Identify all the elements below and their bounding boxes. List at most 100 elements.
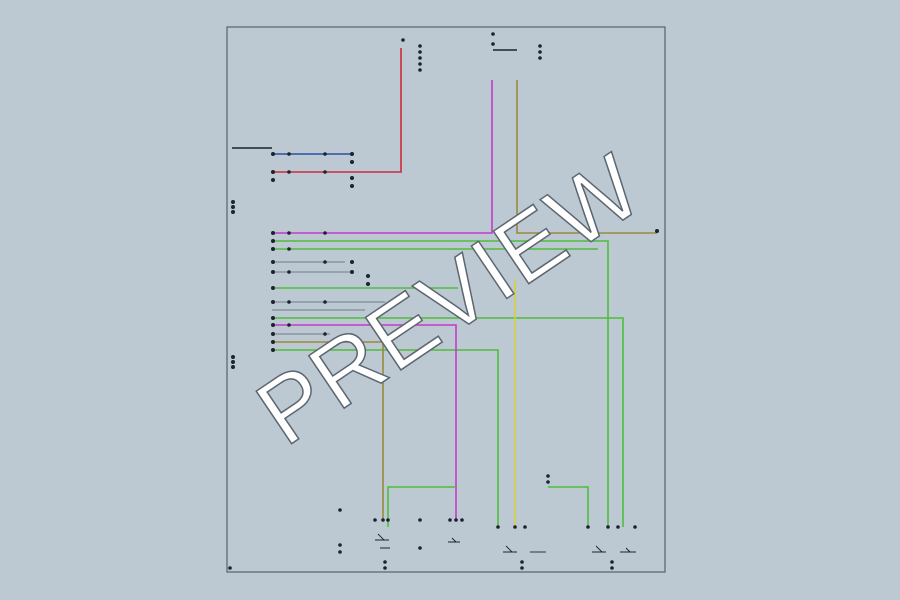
terminal-dot: [287, 170, 291, 174]
terminal-dot: [366, 274, 370, 278]
terminal-dot: [271, 239, 275, 243]
sheet-border: [226, 26, 666, 573]
terminal-dot: [350, 270, 354, 274]
terminal-dot: [231, 365, 235, 369]
terminal-dot: [228, 566, 232, 570]
terminal-dot: [546, 474, 550, 478]
terminal-dot: [523, 525, 527, 529]
terminal-dot: [538, 56, 542, 60]
terminal-dot: [383, 566, 387, 570]
terminal-dot: [323, 152, 327, 156]
wire-dark-lead: [232, 49, 517, 149]
terminal-dot: [271, 340, 275, 344]
terminal-dot: [401, 38, 405, 42]
terminal-dot: [491, 42, 495, 46]
terminal-dot: [655, 229, 659, 233]
terminal-column-top: [401, 32, 659, 233]
terminal-dot: [231, 205, 235, 209]
terminal-dot: [381, 518, 385, 522]
terminal-dot: [520, 566, 524, 570]
wire-green-bus: [272, 240, 624, 527]
wire-green-lower: [387, 486, 589, 527]
terminal-dot: [271, 152, 275, 156]
terminal-dot: [586, 525, 590, 529]
wire-olive-drop: [272, 341, 384, 520]
terminal-dot: [231, 355, 235, 359]
terminal-dot: [418, 546, 422, 550]
terminal-dot: [633, 525, 637, 529]
terminal-dot: [287, 270, 291, 274]
terminal-dot: [231, 360, 235, 364]
terminal-dot: [271, 286, 275, 290]
terminal-dot: [448, 518, 452, 522]
terminal-dot: [271, 270, 275, 274]
terminal-dot: [323, 231, 327, 235]
terminal-dot: [287, 323, 291, 327]
terminal-dot: [513, 525, 517, 529]
terminal-dot: [610, 566, 614, 570]
terminal-dot: [338, 508, 342, 512]
terminal-dot: [373, 518, 377, 522]
terminal-dot: [323, 170, 327, 174]
terminal-dot: [350, 152, 354, 156]
terminal-dot: [287, 247, 291, 251]
terminal-dot: [338, 550, 342, 554]
terminal-dot: [418, 56, 422, 60]
terminal-dot: [287, 231, 291, 235]
terminal-column-far-left: [228, 200, 235, 570]
terminal-dot: [271, 332, 275, 336]
terminal-dot: [271, 178, 275, 182]
terminal-dot: [287, 152, 291, 156]
terminal-dot: [520, 560, 524, 564]
terminal-dot: [366, 282, 370, 286]
terminal-dot: [418, 44, 422, 48]
terminal-dot: [231, 200, 235, 204]
terminal-dot: [271, 323, 275, 327]
terminal-dot: [271, 260, 275, 264]
terminal-dot: [383, 560, 387, 564]
contact-symbol: [620, 547, 636, 553]
terminal-dot: [323, 332, 327, 336]
terminal-dot: [538, 44, 542, 48]
terminal-dot: [460, 518, 464, 522]
terminal-dot: [616, 525, 620, 529]
terminal-dot: [546, 480, 550, 484]
terminal-dot: [538, 50, 542, 54]
terminal-column-mid: [287, 152, 370, 336]
terminal-dot: [350, 176, 354, 180]
terminal-dot: [418, 50, 422, 54]
terminal-dot: [271, 316, 275, 320]
wire-magenta-main: [272, 80, 493, 234]
terminal-column-left: [271, 152, 275, 352]
terminal-dot: [418, 68, 422, 72]
contact-symbols: [375, 533, 636, 553]
terminal-dot: [454, 518, 458, 522]
contact-symbol: [448, 537, 460, 543]
terminal-dot: [610, 560, 614, 564]
terminal-dot: [271, 348, 275, 352]
terminal-dot: [350, 184, 354, 188]
terminal-dot: [386, 518, 390, 522]
terminal-dot: [418, 62, 422, 66]
wire-red-top: [272, 48, 402, 173]
wire-gray-aux: [272, 261, 385, 335]
terminal-dot: [271, 231, 275, 235]
contact-symbol: [375, 533, 390, 549]
terminal-column-bottom: [338, 474, 637, 570]
terminal-dot: [323, 260, 327, 264]
contact-symbol: [503, 545, 517, 553]
terminal-dot: [287, 300, 291, 304]
contact-symbol: [592, 545, 606, 553]
terminal-dot: [350, 160, 354, 164]
terminal-dot: [350, 260, 354, 264]
terminal-dot: [271, 247, 275, 251]
terminal-dot: [418, 518, 422, 522]
terminal-dot: [606, 525, 610, 529]
terminal-dot: [323, 300, 327, 304]
terminal-group: [228, 32, 659, 570]
wire-group: [232, 48, 657, 527]
terminal-dot: [231, 210, 235, 214]
terminal-dot: [271, 170, 275, 174]
terminal-dot: [491, 32, 495, 36]
